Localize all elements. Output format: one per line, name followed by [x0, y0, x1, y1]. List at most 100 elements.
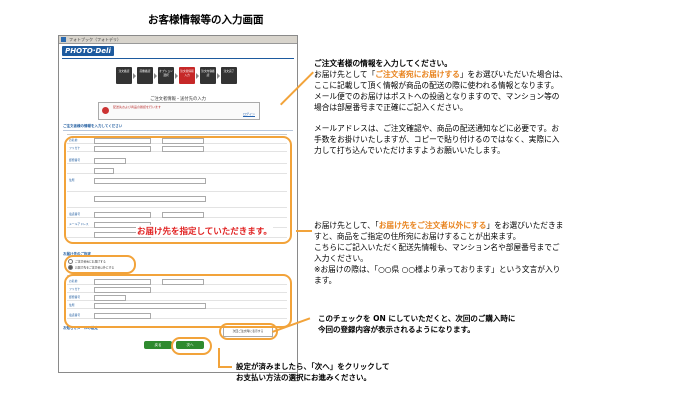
- window-title: フォトブック（フォトデリ）: [69, 37, 121, 42]
- form-row-tel: 電話番号: [67, 312, 287, 319]
- delivery-header: お届け先のご指定: [63, 252, 91, 256]
- delivery-tel-input[interactable]: [94, 313, 151, 319]
- step-2: 画像確認: [137, 67, 153, 84]
- step-1: 注文確認: [116, 67, 132, 84]
- notice-box: 配送先および商品の確認を行います ログイン: [98, 102, 260, 120]
- page-title: お客様情報等の入力画面: [148, 14, 264, 26]
- delivery-callout-line2: すと、商品をご指定の住所宛にお届けすることが出来ます。: [314, 232, 521, 241]
- field-label: 郵便番号: [69, 295, 81, 299]
- step-4-current: 注文者情報入力: [179, 67, 195, 84]
- section-title: ご注文者情報・送付先の入力: [150, 97, 206, 102]
- orderer-callout-heading: ご注文者様の情報を入力してください。: [314, 59, 452, 68]
- step-arrow-icon: [196, 73, 199, 79]
- form-row-kana: フリガナ: [67, 145, 287, 152]
- screenshot-window: フォトブック（フォトデリ） PHOTO·Deli 注文確認 画像確認 オプション…: [58, 35, 298, 373]
- next-callout-line2: お支払い方法の選択にお進みください。: [236, 373, 371, 382]
- form-row-pref: [67, 167, 287, 174]
- site-logo[interactable]: PHOTO·Deli: [62, 46, 114, 56]
- orderer-callout-line5: メールアドレスは、ご注文確認や、商品の配送通知などに必要です。お: [314, 124, 560, 133]
- orderer-callout-line6: 手数をお掛けいたしますが、コピーで貼り付けるのではなく、実際に入: [314, 135, 560, 144]
- notice-text: 配送先および商品の確認を行います: [113, 105, 162, 109]
- form-row-tel: 電話番号: [67, 211, 287, 218]
- form-row-name: お名前: [67, 137, 287, 144]
- address-input[interactable]: [94, 178, 206, 184]
- field-label: 郵便番号: [69, 158, 81, 162]
- browser-icon: [61, 37, 66, 42]
- checkbox-callout-line1: このチェックを ON にしていただくと、次回のご購入時に: [318, 314, 516, 323]
- name-input-2[interactable]: [162, 138, 204, 144]
- prefecture-select[interactable]: [94, 168, 114, 174]
- delivery-name-input-2[interactable]: [162, 279, 204, 285]
- field-label: フリガナ: [69, 287, 81, 291]
- orderer-highlight: [64, 136, 292, 244]
- fax-input[interactable]: [162, 212, 204, 218]
- delivery-callout-label: お届け先を指定していただきます。: [136, 225, 273, 237]
- delivery-callout-line6: ます。: [314, 276, 337, 285]
- orderer-callout-line2: ここに記載して頂く情報が商品の配送の際に使われる情報となります。: [314, 81, 559, 90]
- orderer-form: お名前 フリガナ 郵便番号 住所 電話番号 メールアドレス: [67, 134, 287, 247]
- field-label: 住所: [69, 303, 75, 307]
- step-arrow-icon: [154, 73, 157, 79]
- delivery-callout-line1: お届け先として、「お届け先をご注文者以外にする」をお選びいただきま: [314, 221, 564, 230]
- checkbox-callout: このチェックを ON にしていただくと、次回のご購入時に 今回の登録内容が表示さ…: [318, 313, 698, 335]
- step-6: 注文完了: [221, 67, 237, 84]
- orderer-callout-line1: お届け先として「ご注文者宛にお届けする」をお選びいただいた場合は、: [314, 70, 568, 79]
- window-title-bar: フォトブック（フォトデリ）: [59, 36, 297, 44]
- field-label: お名前: [69, 138, 78, 142]
- next-button[interactable]: 次へ: [176, 341, 204, 349]
- form-row-address: 住所: [67, 302, 287, 309]
- orderer-callout-line7: 力して打ち込んでいただけますようお願いいたします。: [314, 146, 505, 155]
- field-label: 住所: [69, 178, 75, 182]
- back-button[interactable]: 戻る: [144, 341, 172, 349]
- orderer-header: ご注文者様の情報を入力してください: [63, 124, 123, 128]
- kana-input[interactable]: [94, 146, 151, 152]
- orderer-callout-line3: メール便でのお届けはポストへの投函となりますので、マンション等の: [314, 92, 560, 101]
- mail-header: お知らせメールの設定: [63, 326, 98, 330]
- form-row-address: 住所: [67, 177, 287, 192]
- delivery-option-highlight: [64, 255, 136, 274]
- tel-input[interactable]: [94, 212, 151, 218]
- callout-line-delivery: [296, 230, 312, 232]
- field-label: メールアドレス: [69, 222, 89, 226]
- checkbox-highlight: [219, 323, 278, 340]
- address2-input[interactable]: [94, 196, 206, 202]
- delivery-callout: お届け先として、「お届け先をご注文者以外にする」をお選びいただきま すと、商品を…: [314, 220, 694, 286]
- step-5: 注文内容確認: [200, 67, 216, 84]
- delivery-address-input[interactable]: [94, 303, 206, 309]
- delivery-zip-input[interactable]: [94, 295, 126, 301]
- kana-input-2[interactable]: [162, 146, 204, 152]
- form-row-address2: [67, 195, 287, 208]
- form-row-zip: 郵便番号: [67, 157, 287, 164]
- checkbox-callout-line2: 今回の登録内容が表示されるようになります。: [318, 325, 475, 334]
- form-row-zip: 郵便番号: [67, 294, 287, 301]
- delivery-name-input[interactable]: [94, 279, 151, 285]
- orderer-option-emphasis: ご注文者宛にお届けする: [375, 70, 460, 79]
- step-arrow-icon: [133, 73, 136, 79]
- form-row-kana: フリガナ: [67, 286, 287, 293]
- form-row-name: お名前: [67, 278, 287, 285]
- callout-line-next-h: [218, 366, 232, 368]
- delivery-callout-line5: ※お届けの際は、「○○県 ○○様より承っております」という文言が入り: [314, 265, 561, 274]
- orderer-callout-line4: 場合は部屋番号まで正確にご記入ください。: [314, 103, 468, 112]
- header-divider: [62, 58, 294, 59]
- step-3: オプション選択: [158, 67, 174, 84]
- next-callout: 設定が済みましたら、「次へ」をクリックして お支払い方法の選択にお進みください。: [236, 361, 616, 383]
- delivery-callout-line3: こちらにご記入いただく配送先情報も、マンション名や部屋番号までご: [314, 243, 560, 252]
- next-callout-line1: 設定が済みましたら、「次へ」をクリックして: [236, 362, 390, 371]
- delivery-highlight: [64, 274, 292, 328]
- orderer-header-line: [63, 130, 293, 131]
- field-label: 電話番号: [69, 212, 81, 216]
- field-label: 電話番号: [69, 313, 81, 317]
- field-label: フリガナ: [69, 146, 81, 150]
- zip-input[interactable]: [94, 158, 126, 164]
- delivery-kana-input[interactable]: [94, 287, 151, 293]
- callout-line-next: [218, 348, 220, 368]
- delivery-option-emphasis: お届け先をご注文者以外にする: [378, 221, 487, 230]
- step-arrow-icon: [217, 73, 220, 79]
- delivery-callout-line4: 入力ください。: [314, 254, 368, 263]
- login-link[interactable]: ログイン: [242, 112, 255, 116]
- name-input[interactable]: [94, 138, 151, 144]
- orderer-callout: ご注文者様の情報を入力してください。 お届け先として「ご注文者宛にお届けする」を…: [314, 58, 694, 156]
- next-button-highlight: [171, 337, 212, 355]
- field-label: お名前: [69, 279, 78, 283]
